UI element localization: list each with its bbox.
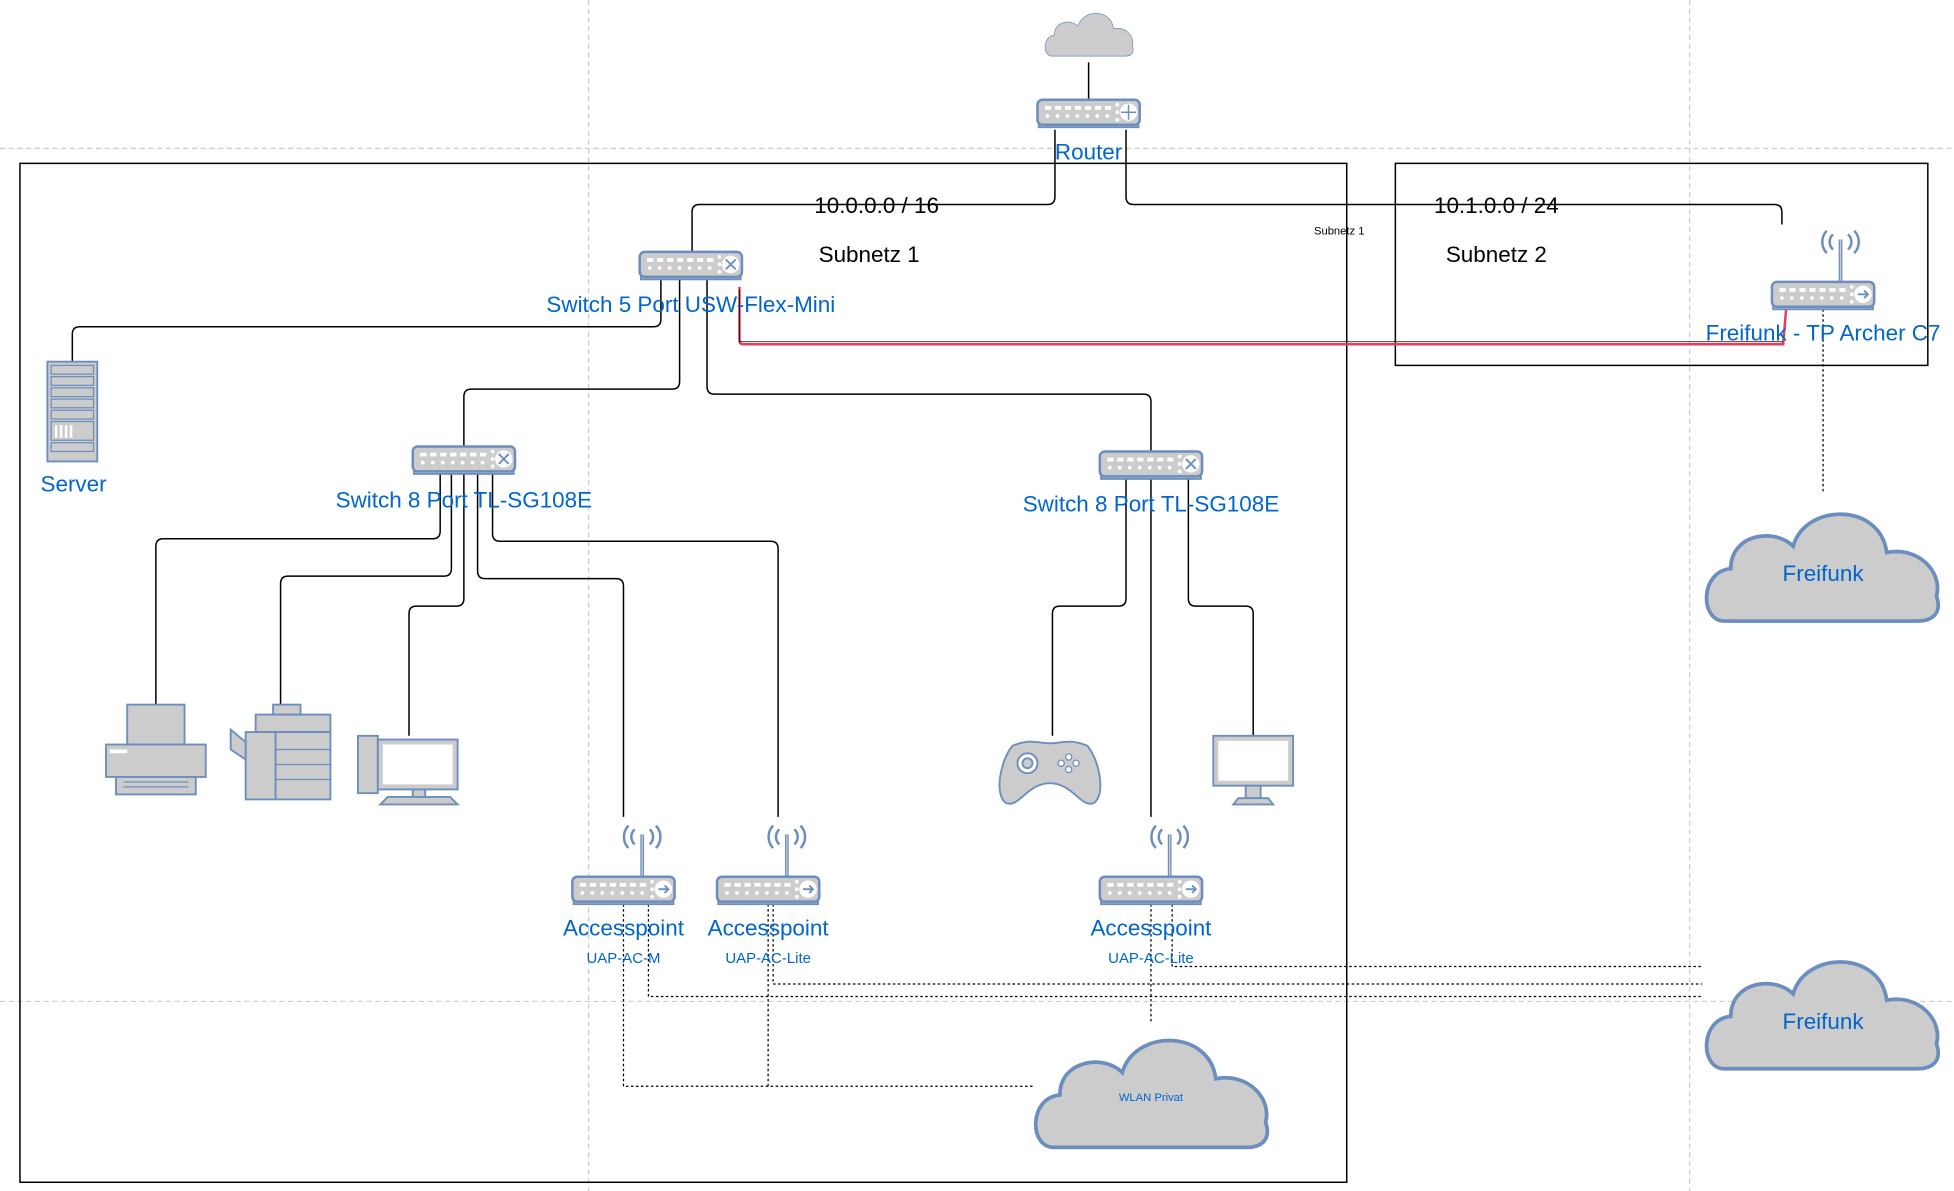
link-switch-a-printer[interactable] [155, 473, 441, 705]
subnet-2-network-label: 10.1.0.0 / 24 [1434, 193, 1559, 218]
printer-icon [105, 703, 207, 796]
gamepad-icon [998, 740, 1102, 805]
link-core-server[interactable] [71, 276, 662, 362]
access-point-2-model: UAP-AC-Lite [725, 950, 811, 967]
access-point-3-model: UAP-AC-Lite [1108, 950, 1194, 967]
link-switch-a-copier[interactable] [279, 473, 453, 705]
link-switch-a-ap2[interactable] [491, 473, 779, 817]
freifunk-router-label: Freifunk - TP Archer C7 [1706, 320, 1941, 345]
monitor-icon [1212, 734, 1295, 806]
subnet-2-title: Subnetz 2 [1446, 242, 1547, 267]
router[interactable] [1036, 98, 1141, 129]
core-switch[interactable] [638, 250, 744, 281]
router-icon [1036, 98, 1141, 129]
link-switch-a-ap1[interactable] [476, 473, 625, 817]
cloud-icon [1044, 13, 1134, 57]
access-point-1[interactable] [571, 823, 676, 906]
link-core-freifunk-red[interactable] [738, 286, 1789, 346]
wireless-router-icon [1770, 228, 1876, 311]
wireless-access-point-icon [1098, 823, 1204, 906]
wlan-privat-cloud-label: WLAN Privat [1119, 1092, 1184, 1104]
switch-b-label: Switch 8 Port TL-SG108E [1023, 491, 1279, 516]
link-router-core-switch[interactable] [691, 129, 1056, 252]
link-core-switch-b[interactable] [706, 276, 1152, 452]
access-point-2[interactable] [715, 823, 821, 906]
server-label: Server [41, 471, 108, 496]
wireless-access-point-icon [715, 823, 821, 906]
printer[interactable] [105, 703, 207, 796]
switch-icon [411, 445, 517, 476]
link-core-switch-a[interactable] [463, 276, 681, 447]
subnet-1-container[interactable] [19, 162, 1348, 1184]
switch-a-label: Switch 8 Port TL-SG108E [336, 488, 592, 513]
switch-icon [1098, 450, 1204, 481]
link-switch-a-pc[interactable] [408, 473, 465, 736]
monitor[interactable] [1212, 734, 1295, 806]
subnet-1-network-label: 10.0.0.0 / 16 [814, 193, 939, 218]
server[interactable] [46, 360, 99, 463]
subnet-2-container[interactable] [1394, 162, 1929, 367]
access-point-3[interactable] [1098, 823, 1204, 906]
access-point-1-model: UAP-AC-M [587, 950, 661, 967]
switch-b[interactable] [1098, 450, 1204, 481]
pc[interactable] [356, 734, 460, 806]
switch-icon [638, 250, 744, 281]
copier-icon [229, 703, 332, 801]
link-router-freifunk[interactable] [1125, 129, 1783, 225]
freifunk-cloud-2-label: Freifunk [1783, 1009, 1865, 1034]
wlan-link-ap1-freifunk[interactable] [647, 904, 1703, 998]
freifunk-cloud-1-label: Freifunk [1783, 561, 1865, 586]
wlan-link-ap3-freifunk[interactable] [1171, 904, 1703, 968]
access-point-1-label: Accesspoint [563, 915, 685, 940]
internet-cloud[interactable] [1044, 13, 1134, 57]
wlan-link-ap2-freifunk[interactable] [772, 904, 1703, 985]
subnet-1-title: Subnetz 1 [819, 242, 920, 267]
freifunk-router[interactable] [1770, 228, 1876, 311]
copier[interactable] [229, 703, 332, 801]
link-switch-b-monitor[interactable] [1187, 477, 1254, 736]
access-point-2-label: Accesspoint [708, 915, 830, 940]
server-rack-icon [46, 360, 99, 463]
wireless-access-point-icon [571, 823, 676, 906]
access-point-3-label: Accesspoint [1090, 915, 1212, 940]
desktop-pc-icon [356, 734, 460, 806]
subnet-1-small-label: Subnetz 1 [1314, 225, 1365, 237]
router-label: Router [1055, 140, 1123, 165]
game-console[interactable] [998, 740, 1102, 805]
core-switch-label: Switch 5 Port USW-Flex-Mini [546, 292, 835, 317]
switch-a[interactable] [411, 445, 517, 476]
links [71, 62, 1824, 1087]
link-switch-b-console[interactable] [1051, 477, 1127, 736]
